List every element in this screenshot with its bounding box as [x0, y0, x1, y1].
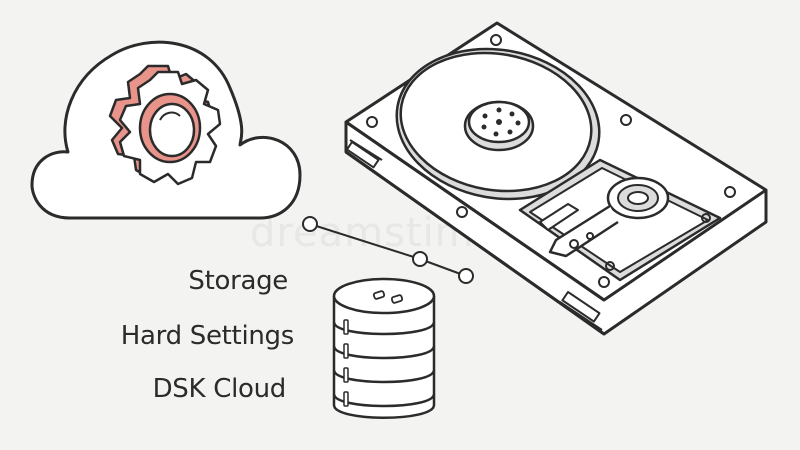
- storage-label: Storage: [188, 266, 288, 296]
- hard-settings-label: Hard Settings: [120, 321, 295, 351]
- database-icon: [332, 277, 436, 419]
- connector-node-icon: [302, 216, 474, 284]
- hard-drive-icon: [344, 21, 768, 336]
- cloud-gear-icon: [30, 40, 302, 220]
- dsk-cloud-label: DSK Cloud: [152, 374, 287, 404]
